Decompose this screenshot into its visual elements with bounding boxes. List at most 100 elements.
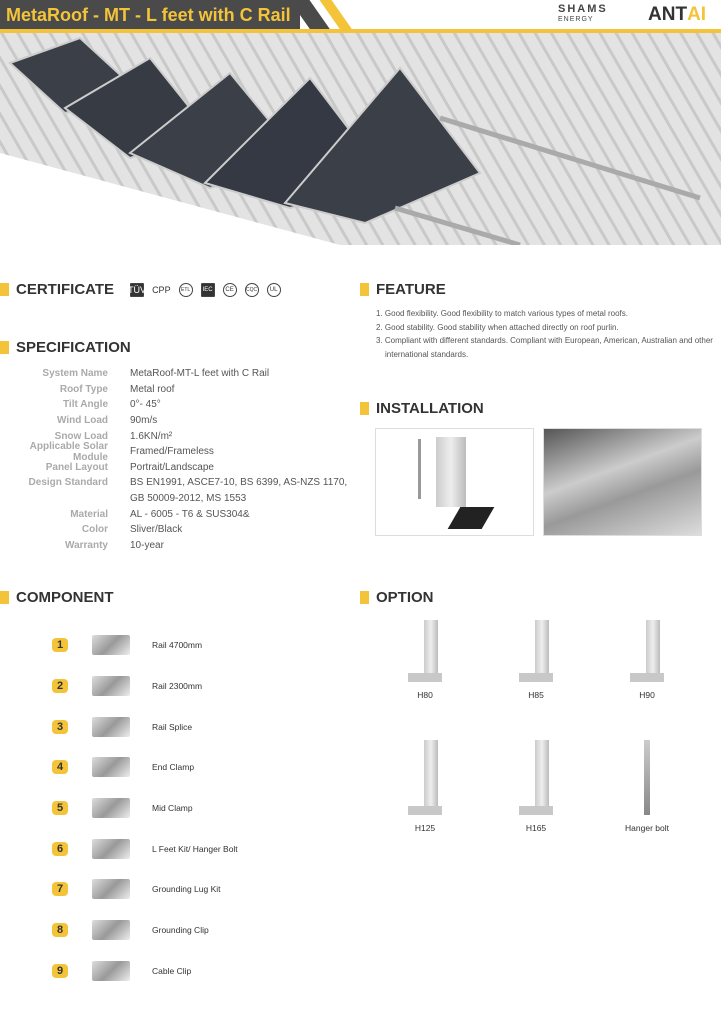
spec-key: Material bbox=[70, 508, 108, 520]
component-number: 8 bbox=[52, 923, 68, 938]
spec-value: 1.6KN/m² bbox=[130, 430, 173, 442]
component-image bbox=[92, 960, 130, 981]
option-item: H125 bbox=[385, 740, 465, 833]
component-number: 7 bbox=[52, 882, 68, 897]
hero-roof-image bbox=[0, 33, 721, 245]
spec-row: Snow Load 1.6KN/m² bbox=[0, 428, 347, 444]
spec-key: Wind Load bbox=[56, 415, 108, 427]
component-image bbox=[92, 716, 130, 737]
specification-table: System Name MetaRoof-MT-L feet with C Rai… bbox=[0, 366, 348, 554]
component-image bbox=[92, 920, 130, 941]
component-label: L Feet Kit/ Hanger Bolt bbox=[152, 843, 238, 854]
spec-row: GB 50009-2012, MS 1553 bbox=[0, 491, 347, 507]
option-label: H165 bbox=[525, 823, 547, 833]
spec-key: Snow Load bbox=[54, 430, 108, 442]
option-label: Hanger bolt bbox=[625, 823, 669, 833]
spec-value: AL - 6005 - T6 & SUS304& bbox=[130, 508, 250, 520]
feature-list: 1. Good flexibility. Good flexibility to… bbox=[376, 307, 721, 361]
component-item: 9 Cable Clip bbox=[52, 951, 238, 992]
component-image bbox=[92, 798, 130, 819]
spec-value: 90m/s bbox=[130, 415, 158, 427]
component-image bbox=[92, 879, 130, 900]
specification-heading: SPECIFICATION bbox=[0, 339, 131, 356]
installation-photo bbox=[543, 428, 702, 536]
component-label: Rail 4700mm bbox=[152, 640, 203, 651]
certificate-logos: TÜV CPP ETL IEC CE CQC UL bbox=[128, 282, 281, 297]
accent-marker bbox=[360, 591, 369, 604]
header: MetaRoof - MT - L feet with C Rail SHAMS… bbox=[0, 0, 721, 33]
spec-value: GB 50009-2012, MS 1553 bbox=[130, 493, 247, 505]
component-label: End Clamp bbox=[152, 762, 195, 773]
installation-parts-image bbox=[375, 428, 534, 536]
option-label: H125 bbox=[414, 823, 436, 833]
cert-ul-icon: UL bbox=[266, 282, 281, 297]
option-heading: OPTION bbox=[360, 589, 434, 606]
accent-marker bbox=[0, 341, 9, 354]
spec-row: Color Sliver/Black bbox=[0, 522, 347, 538]
cert-ce-icon: CE bbox=[222, 282, 237, 297]
option-item: H90 bbox=[607, 620, 687, 700]
feature-heading: FEATURE bbox=[360, 281, 446, 298]
feature-item: 3. Compliant with different standards. C… bbox=[376, 336, 713, 359]
spec-key: Color bbox=[81, 524, 108, 536]
l-foot-image bbox=[496, 740, 576, 815]
spec-value: Metal roof bbox=[130, 383, 175, 395]
spec-key: Panel Layout bbox=[45, 461, 108, 473]
component-number: 2 bbox=[52, 679, 68, 694]
component-number: 5 bbox=[52, 801, 68, 816]
accent-marker bbox=[360, 283, 369, 296]
spec-row: System Name MetaRoof-MT-L feet with C Rai… bbox=[0, 366, 347, 382]
spec-value: 0°- 45° bbox=[130, 399, 161, 411]
component-label: Grounding Clip bbox=[152, 925, 209, 936]
option-item: H85 bbox=[496, 620, 576, 700]
antai-logo: ANTAI bbox=[648, 4, 707, 25]
accent-marker bbox=[0, 283, 9, 296]
feature-item: 1. Good flexibility. Good flexibility to… bbox=[376, 309, 628, 318]
option-label: H90 bbox=[639, 690, 655, 700]
component-label: Rail Splice bbox=[152, 721, 193, 732]
feature-item: 2. Good stability. Good stability when a… bbox=[376, 322, 619, 332]
option-item: H165 bbox=[496, 740, 576, 833]
header-band bbox=[0, 0, 300, 30]
component-number: 4 bbox=[52, 760, 68, 775]
component-item: 4 End Clamp bbox=[52, 747, 238, 788]
accent-marker bbox=[0, 591, 9, 604]
component-item: 8 Grounding Clip bbox=[52, 910, 238, 951]
spec-key: System Name bbox=[42, 368, 108, 380]
page-title: MetaRoof - MT - L feet with C Rail bbox=[6, 5, 291, 25]
cert-tuv-icon: TÜV bbox=[128, 282, 147, 297]
l-foot-image bbox=[385, 620, 465, 682]
spec-value: BS EN1991, ASCE7-10, BS 6399, AS-NZS 117… bbox=[130, 477, 348, 489]
component-image bbox=[92, 757, 130, 778]
spec-value: Sliver/Black bbox=[130, 524, 183, 536]
spec-value: MetaRoof-MT-L feet with C Rail bbox=[130, 368, 270, 380]
spec-key: Applicable Solar Module bbox=[29, 440, 108, 463]
spec-key: Tilt Angle bbox=[63, 399, 108, 411]
component-number: 3 bbox=[52, 719, 68, 734]
component-image bbox=[92, 838, 130, 859]
component-image bbox=[92, 635, 130, 656]
spec-key: Warranty bbox=[65, 539, 108, 551]
header-line bbox=[0, 29, 721, 33]
l-foot-image bbox=[496, 620, 576, 682]
component-number: 1 bbox=[52, 638, 68, 653]
spec-key: Roof Type bbox=[59, 383, 108, 395]
option-label: H85 bbox=[528, 690, 544, 700]
l-foot-image bbox=[607, 620, 687, 682]
component-number: 9 bbox=[52, 963, 68, 978]
accent-marker bbox=[360, 402, 369, 415]
certificate-heading: CERTIFICATE TÜV CPP ETL IEC CE CQC UL bbox=[0, 281, 281, 298]
option-item: H80 bbox=[385, 620, 465, 700]
l-foot-image bbox=[385, 740, 465, 815]
component-number: 6 bbox=[52, 841, 68, 856]
component-label: Cable Clip bbox=[152, 965, 192, 976]
component-item: 6 L Feet Kit/ Hanger Bolt bbox=[52, 828, 238, 869]
